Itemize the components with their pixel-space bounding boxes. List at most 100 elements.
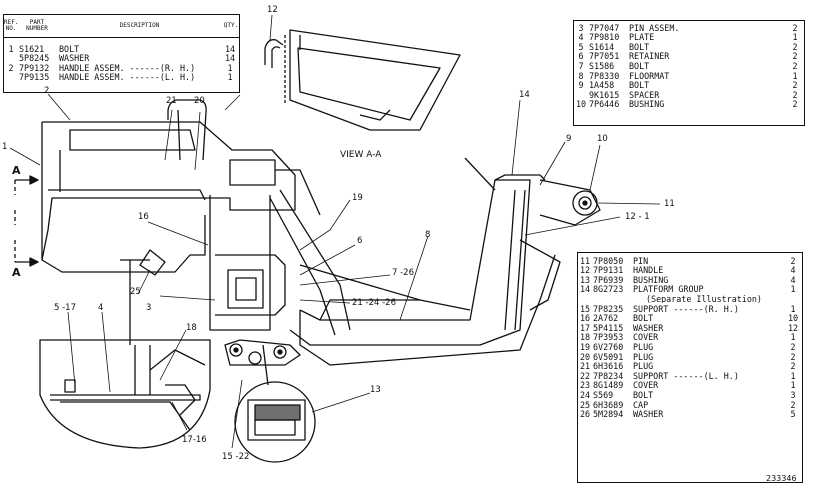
cell-qty: 1 (792, 71, 798, 80)
callout-5-17: 5 -17 (54, 303, 76, 313)
cell-part: 7P3953 (593, 333, 624, 342)
cell-ref: 26 (579, 410, 591, 419)
cell-qty: 1 (792, 33, 798, 42)
cell-ref: 7 (578, 61, 584, 71)
cell-desc: BOLT (629, 81, 650, 90)
cell-desc: PIN ASSEM. (629, 23, 680, 32)
cell-part: 8G2723 (593, 285, 624, 294)
cell-qty: 2 (792, 23, 798, 32)
detail-circle-left (39, 339, 211, 449)
figure-number: 233346 (766, 474, 797, 483)
section-marker-top: A (12, 164, 21, 177)
table-row: (Separate Illustration) (578, 294, 802, 304)
cell-part: S1586 (589, 61, 615, 71)
header-qty: QTY. (223, 22, 239, 29)
cell-qty: 2 (790, 256, 796, 265)
cell-desc: WASHER (633, 410, 664, 419)
callout-6: 6 (357, 236, 363, 246)
cell-ref: 9 (578, 81, 584, 90)
cell-part: 6V2760 (593, 342, 624, 352)
cell-part: 2A762 (593, 314, 619, 323)
cell-desc: COVER (633, 381, 659, 390)
callout-18: 18 (186, 323, 197, 333)
callout-10: 10 (597, 134, 608, 144)
callout-16: 16 (138, 212, 149, 222)
cell-desc: COVER (633, 333, 659, 342)
cell-ref: 17 (579, 323, 591, 333)
cell-part: 1A458 (589, 81, 615, 90)
cell-ref: 5 (578, 42, 584, 52)
cell-part: 7P8330 (589, 71, 620, 80)
cell-desc: SUPPORT ------(L. H.) (633, 371, 739, 381)
cell-part: 5M2894 (593, 410, 624, 419)
cell-ref: 15 (579, 304, 591, 313)
table-row: 9 1A458 BOLT 2 (574, 81, 804, 91)
cell-ref: 10 (575, 100, 587, 109)
cell-part: 7P8050 (593, 256, 624, 265)
cell-ref: 8 (578, 71, 584, 80)
cell-part: 7P9131 (593, 266, 624, 275)
section-marker-bottom: A (12, 266, 21, 279)
cell-ref: 19 (579, 342, 591, 352)
cell-part: 7P8235 (593, 304, 624, 313)
cell-qty: 1 (790, 304, 796, 313)
cell-qty: 2 (792, 52, 798, 61)
cell-qty: 2 (790, 400, 796, 409)
cell-qty: 1 (790, 371, 796, 381)
table-row: 8 7P8330 FLOORMAT 1 (574, 71, 804, 81)
cell-desc: BUSHING (633, 275, 669, 285)
callout-8: 8 (425, 230, 431, 240)
cell-qty: 2 (792, 90, 798, 100)
cell-qty: 2 (792, 61, 798, 71)
cell-part: 6H3616 (593, 362, 624, 371)
callout-1: 1 (2, 142, 8, 152)
cell-desc: BOLT (633, 390, 654, 400)
cell-qty: 4 (790, 275, 796, 285)
cell-part: 7P6446 (589, 100, 620, 109)
cell-qty: 1 (790, 285, 796, 294)
cell-qty: 4 (790, 266, 796, 275)
cell-part: 9K1615 (589, 90, 620, 100)
callout-19: 19 (352, 193, 363, 203)
header-ref: REF. NO. (4, 19, 19, 32)
cell-desc: FLOORMAT (629, 71, 670, 80)
cell-part: 7P9810 (589, 33, 620, 42)
callout-21-24-26: 21 -24 -26 (352, 298, 396, 308)
callout-25: 25 (130, 287, 141, 297)
cell-ref: 22 (579, 371, 591, 381)
cell-qty: 1 (790, 333, 796, 342)
cell-ref: 14 (579, 285, 591, 294)
cell-ref: 4 (578, 33, 584, 42)
callout-2: 2 (44, 86, 50, 96)
header-part: PART NUMBER (26, 19, 48, 32)
cell-qty: 2 (790, 362, 796, 371)
frame-outline (41, 121, 296, 273)
cell-desc: (Separate Illustration) (646, 294, 762, 304)
callout-20: 20 (194, 96, 205, 106)
callout-12: 12 (267, 5, 278, 15)
platform (289, 179, 531, 346)
cell-desc: PLUG (633, 352, 654, 361)
cell-qty: 2 (792, 81, 798, 90)
cell-qty: 10 (787, 314, 799, 323)
cell-desc: CAP (633, 400, 649, 409)
cell-qty: 2 (792, 100, 798, 109)
